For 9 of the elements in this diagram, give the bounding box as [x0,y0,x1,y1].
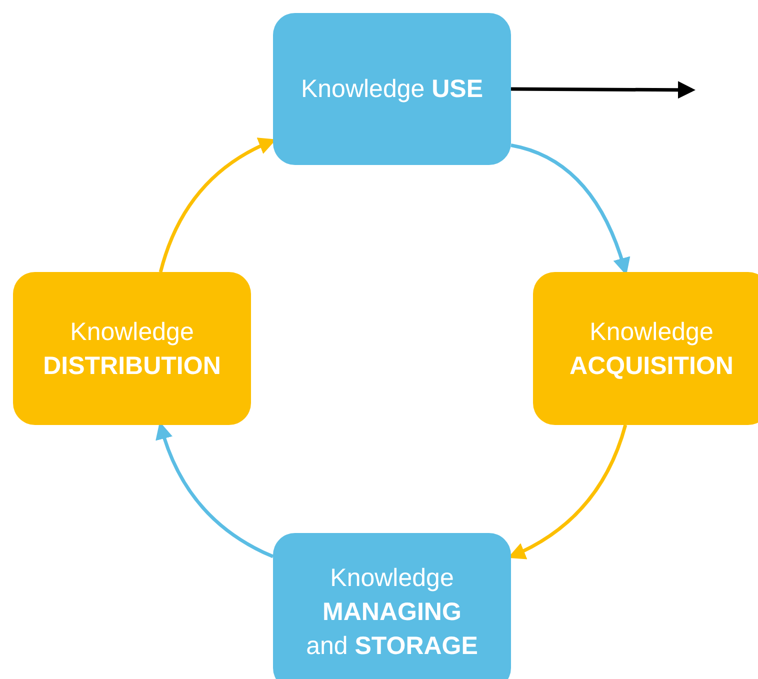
box-label: Knowledge MANAGING and STORAGE [305,562,479,662]
arrow [511,81,696,99]
process-box [533,272,758,425]
box-label: Knowledge ACQUISITION [568,316,734,382]
process-box [273,533,511,679]
process-box [13,272,251,425]
box-label: Knowledge USE [300,74,484,105]
process-box [273,13,511,165]
box-label: Knowledge DISTRIBUTION [42,316,222,382]
